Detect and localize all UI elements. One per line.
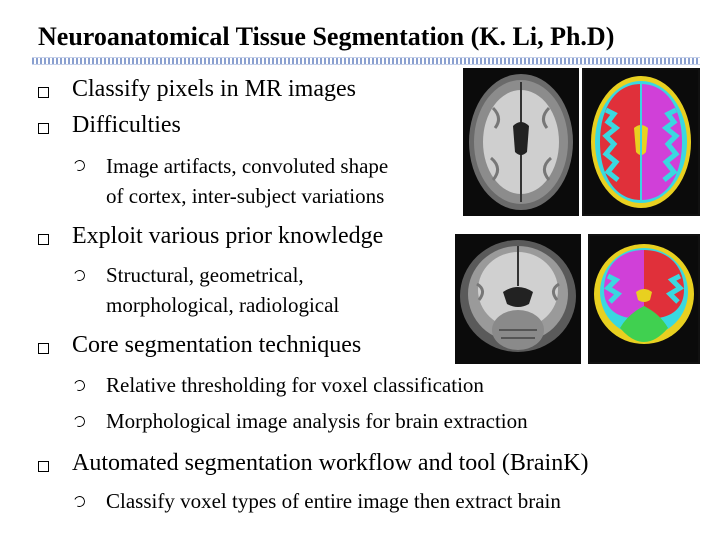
coronal-segmentation-image [590,236,698,362]
sub-bullet-thresholding: Relative thresholding for voxel classifi… [106,373,484,397]
sub-bullet-icon [72,378,87,393]
bullet-core-techniques: Core segmentation techniques [72,332,362,358]
sub-bullet-structural-line1: Structural, geometrical, [106,263,304,287]
bullet-square-icon [38,123,49,134]
bullet-classify: Classify pixels in MR images [72,76,356,102]
sub-bullet-icon [72,414,87,429]
bullet-exploit: Exploit various prior knowledge [72,223,384,249]
sub-bullet-icon [72,158,87,173]
axial-segmentation-frame [582,68,700,216]
sub-bullet-icon [72,494,87,509]
bullet-square-icon [38,461,49,472]
sub-bullet-structural-line2: morphological, radiological [106,293,340,317]
slide-title: Neuroanatomical Tissue Segmentation (K. … [38,22,615,51]
sub-bullet-classify-voxel: Classify voxel types of entire image the… [106,489,561,513]
coronal-mri-image [455,234,581,364]
sub-bullet-artifacts-line1: Image artifacts, convoluted shape [106,154,389,178]
bullet-workflow: Automated segmentation workflow and tool… [72,450,589,476]
bullet-difficulties: Difficulties [72,112,181,138]
bullet-square-icon [38,87,49,98]
sub-bullet-icon [72,268,87,283]
sub-bullet-artifacts-line2: of cortex, inter-subject variations [106,184,385,208]
axial-segmentation-image [584,70,698,214]
title-rule [32,57,700,65]
axial-mri-image [463,68,579,216]
coronal-segmentation-frame [588,234,700,364]
bullet-square-icon [38,343,49,354]
bullet-square-icon [38,234,49,245]
sub-bullet-morphological: Morphological image analysis for brain e… [106,409,528,433]
